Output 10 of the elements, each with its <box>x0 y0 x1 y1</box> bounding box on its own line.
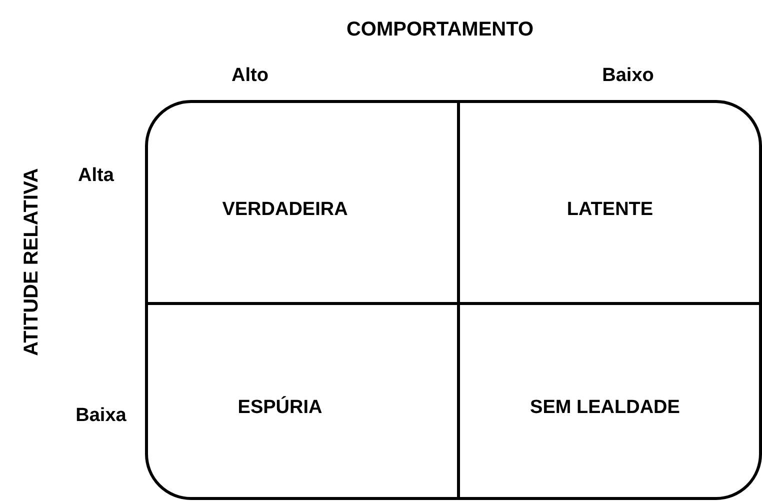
quadrant-label: SEM LEALDADE <box>530 396 680 418</box>
quadrant-label: ESPÚRIA <box>238 396 322 418</box>
axis-title: COMPORTAMENTO <box>346 18 534 42</box>
column-label: Baixo <box>602 65 654 87</box>
quadrant-label: VERDADEIRA <box>222 199 348 221</box>
axis-title: ATITUDE RELATIVA <box>20 168 44 356</box>
row-label: Alta <box>78 165 114 187</box>
row-label: Baixa <box>76 405 126 427</box>
column-label: Alto <box>232 65 268 87</box>
quadrant-label: LATENTE <box>566 199 654 221</box>
